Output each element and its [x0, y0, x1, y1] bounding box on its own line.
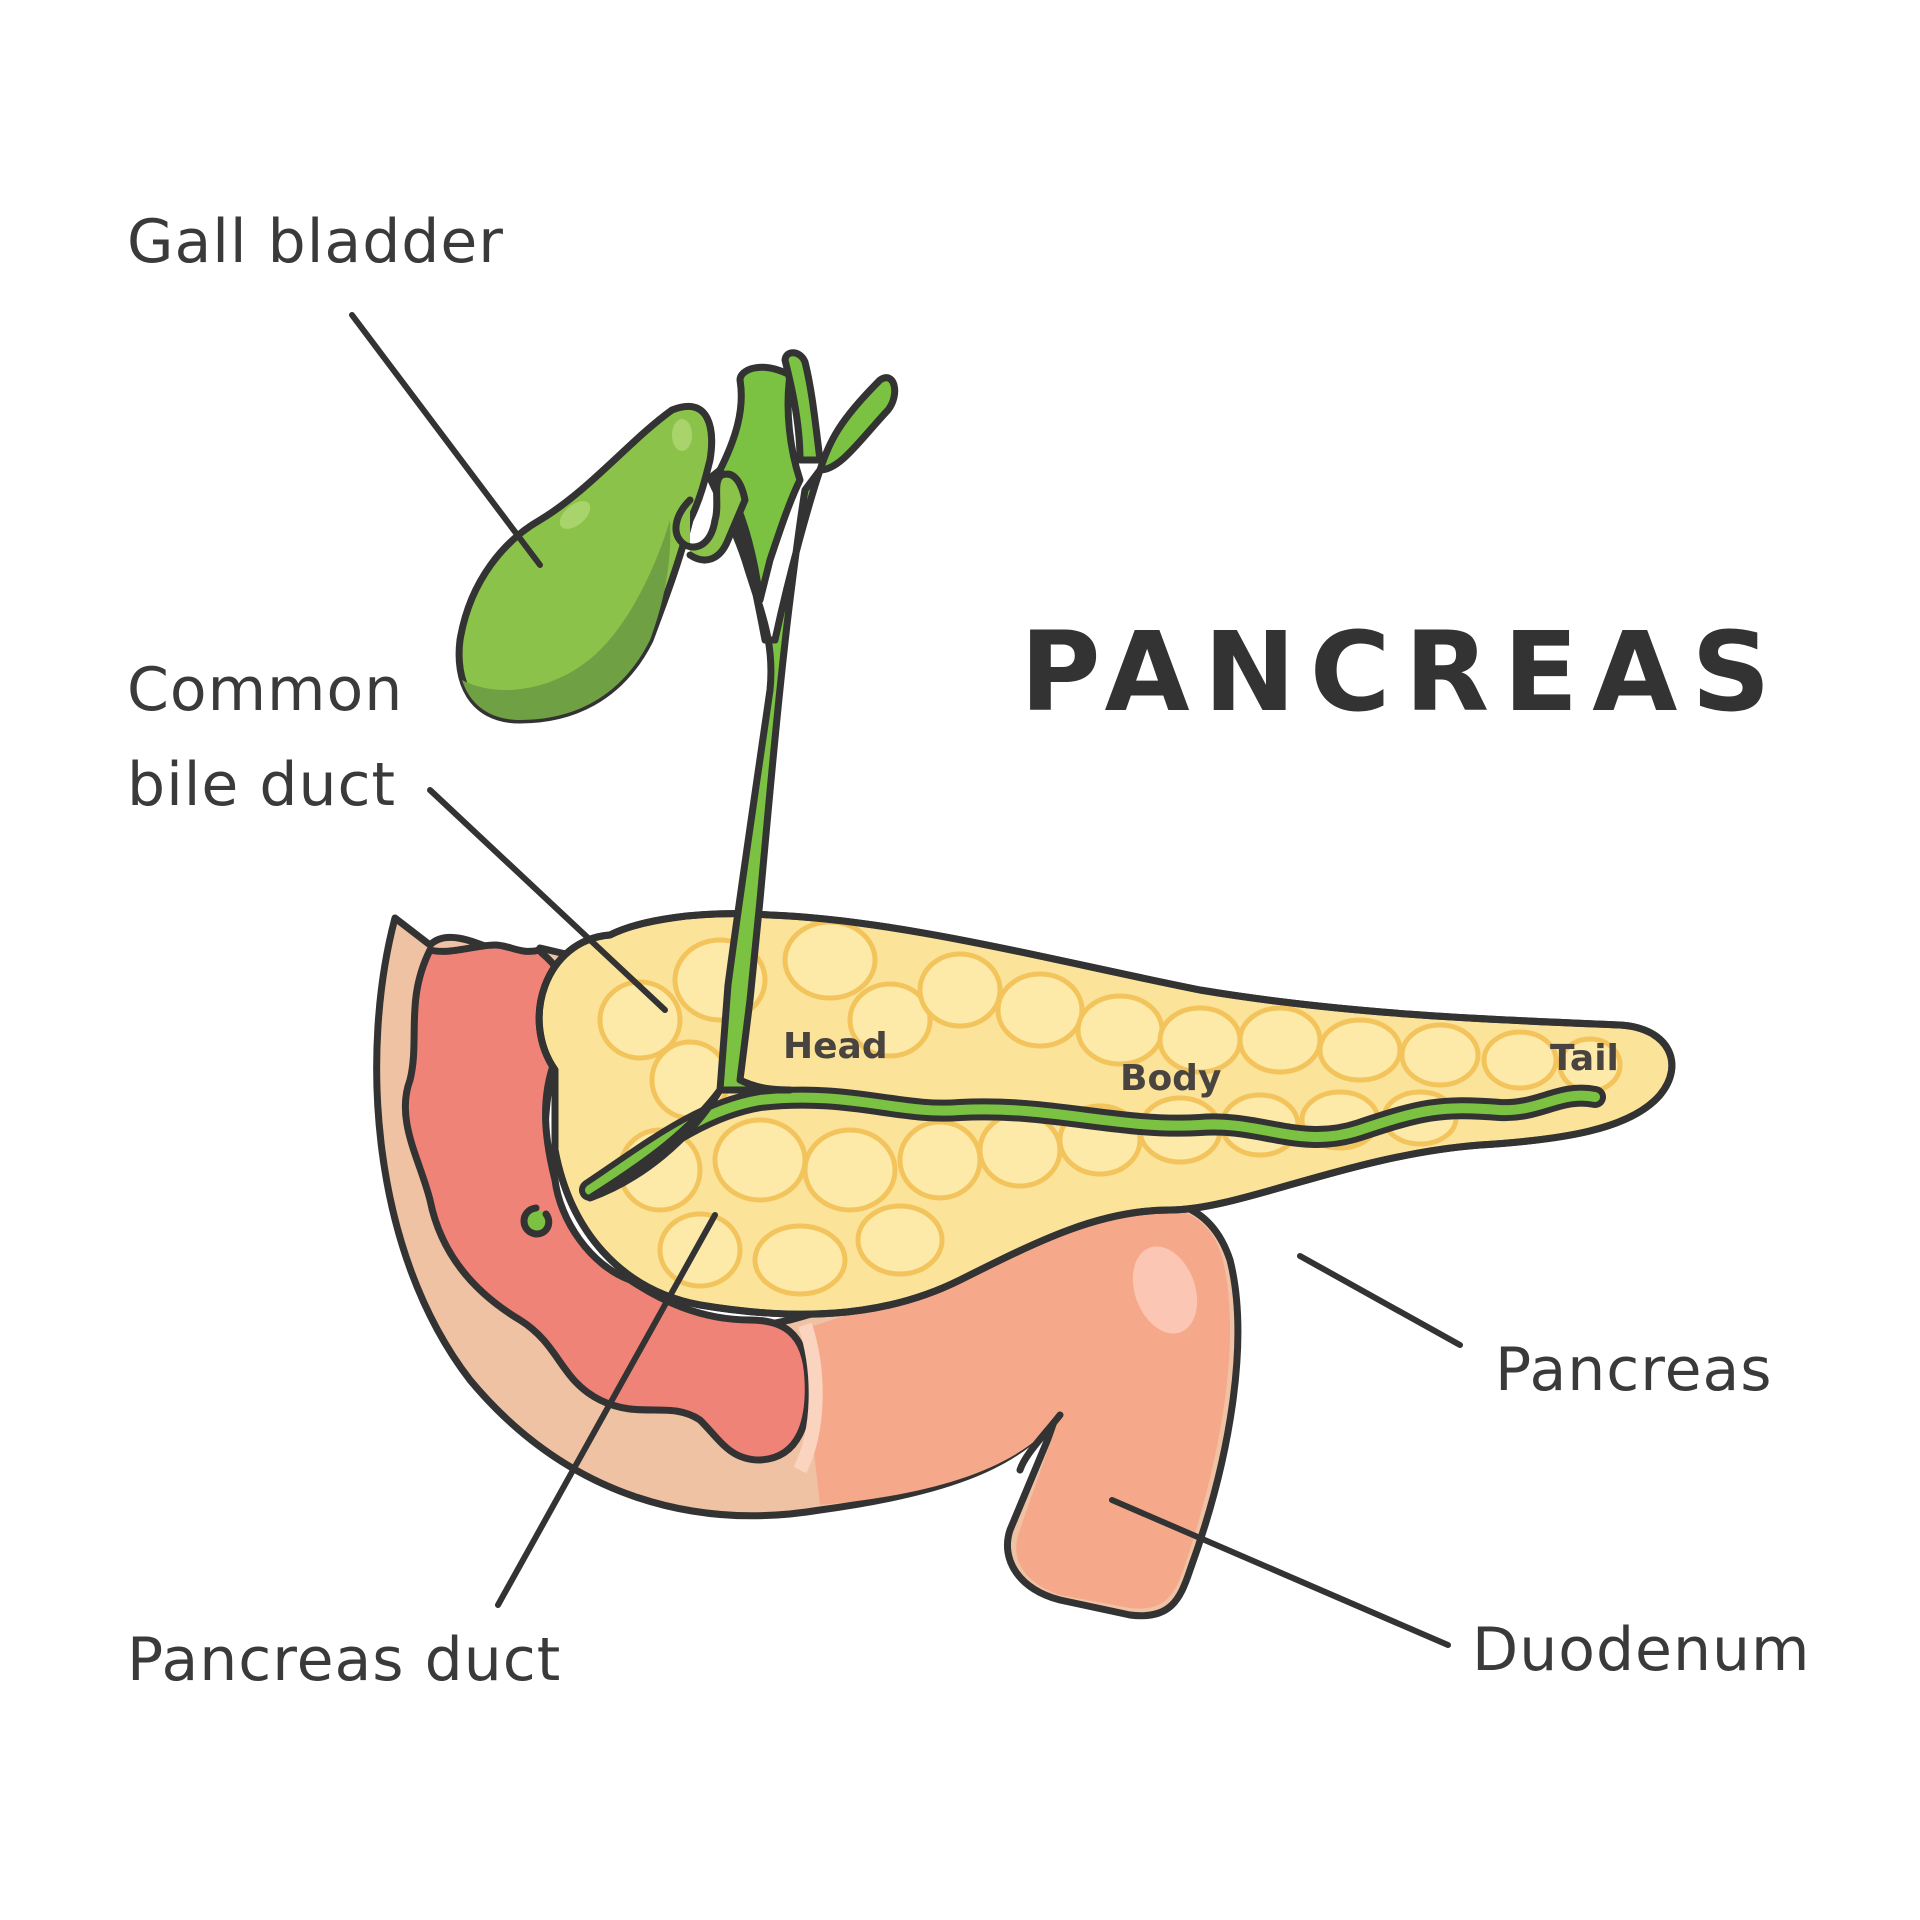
label-pancreas: Pancreas	[1495, 1335, 1773, 1405]
gall-bladder	[455, 402, 749, 724]
label-duodenum: Duodenum	[1472, 1615, 1810, 1685]
label-common-bile-duct-line2: bile duct	[127, 750, 396, 820]
hepatic-duct-left	[781, 349, 824, 464]
leader-gall-bladder	[349, 312, 543, 568]
duodenum-inner-curve	[1016, 1411, 1064, 1474]
duodenum-lower-segment	[800, 1206, 1231, 1609]
pancreas-outline	[535, 910, 1676, 1318]
duodenum-highlight	[1132, 1246, 1198, 1334]
gall-bladder-shadow	[462, 520, 671, 720]
gall-bladder-highlight-top	[672, 419, 692, 451]
label-pancreas-duct: Pancreas duct	[127, 1625, 561, 1695]
label-common-bile-duct-line1: Common	[127, 655, 403, 725]
gall-bladder-highlight	[559, 501, 591, 529]
pancreatic-duct	[585, 1090, 1600, 1195]
gall-bladder-neck	[672, 470, 749, 564]
part-label-body: Body	[1120, 1058, 1221, 1099]
leader-pancreas	[1297, 1253, 1463, 1348]
hepatic-duct	[716, 363, 804, 604]
leader-common-bile-duct	[427, 787, 668, 1013]
ducts	[579, 349, 1606, 1202]
leader-duodenum	[1109, 1497, 1451, 1648]
duodenum-duct-opening	[520, 1204, 553, 1238]
label-gall-bladder: Gall bladder	[127, 207, 504, 277]
pancreas-cells	[597, 919, 1623, 1297]
leader-pancreas-duct	[495, 1212, 718, 1608]
diagram-title: PANCREAS	[1020, 608, 1785, 736]
part-label-head: Head	[783, 1026, 888, 1067]
part-label-tail: Tail	[1550, 1038, 1619, 1079]
duodenum-fold	[793, 1322, 823, 1474]
bile-duct-system	[586, 374, 899, 1202]
